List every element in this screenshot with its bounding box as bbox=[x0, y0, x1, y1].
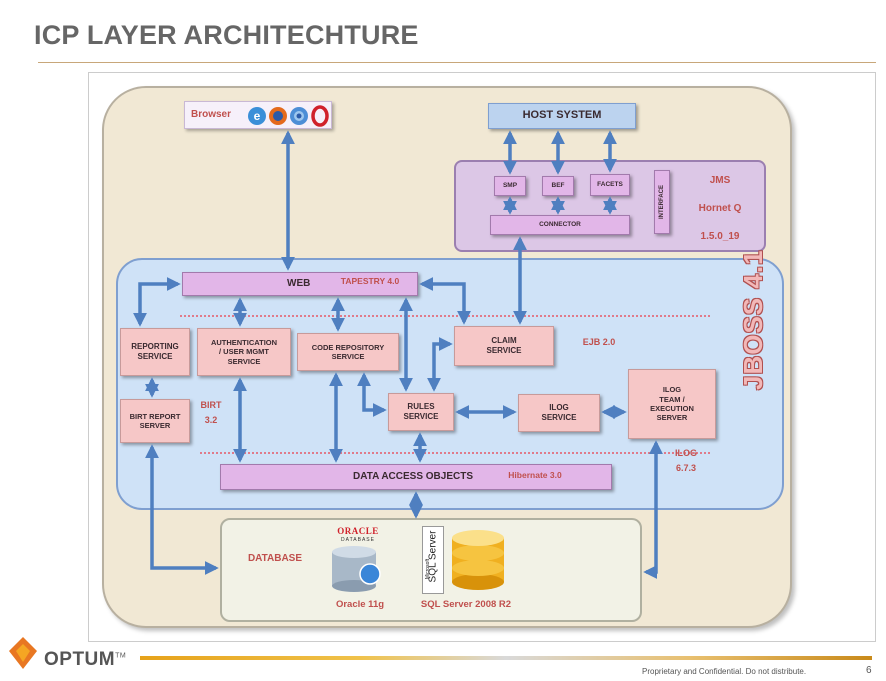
facets-box: FACETS bbox=[590, 174, 630, 196]
interface-box: INTERFACE bbox=[654, 170, 670, 234]
code-repository-service-box: CODE REPOSITORY SERVICE bbox=[297, 333, 399, 371]
optum-logo: OPTUMTM bbox=[44, 649, 126, 671]
web-label: WEB bbox=[287, 277, 311, 289]
bef-box: BEF bbox=[542, 176, 574, 196]
arrow-web-reporting bbox=[133, 277, 181, 327]
sql-server-caption: SQL Server 2008 R2 bbox=[420, 599, 512, 610]
tapestry-label: TAPESTRY 4.0 bbox=[340, 276, 400, 286]
ilog-service-box: ILOG SERVICE bbox=[518, 394, 600, 432]
arrow-ilog-team-database bbox=[643, 440, 663, 579]
confidential-notice: Proprietary and Confidential. Do not dis… bbox=[642, 667, 807, 676]
arrow-birt-database bbox=[145, 444, 219, 575]
ilog-team-execution-server-box: ILOG TEAM / EXECUTION SERVER bbox=[628, 369, 716, 439]
optum-logo-icon bbox=[9, 637, 37, 669]
authentication-service-box: AUTHENTICATION / USER MGMT SERVICE bbox=[197, 328, 291, 376]
jms-version-label: 1.5.0_19 bbox=[700, 231, 740, 242]
host-system-box: HOST SYSTEM bbox=[488, 103, 636, 129]
hornetq-label: Hornet Q bbox=[698, 203, 742, 214]
oracle-sublabel: DATABASE bbox=[341, 537, 375, 543]
footer-bar bbox=[140, 656, 872, 660]
web-box: WEB bbox=[182, 272, 418, 296]
ejb-label: EJB 2.0 bbox=[582, 337, 616, 347]
oracle-logo: ORACLE bbox=[337, 526, 379, 536]
smp-box: SMP bbox=[494, 176, 526, 196]
oracle-caption: Oracle 11g bbox=[335, 599, 385, 610]
sql-server-logo-panel bbox=[422, 526, 444, 594]
birt-version-label: BIRT 3.2 bbox=[200, 400, 222, 426]
dao-label: DATA ACCESS OBJECTS bbox=[353, 470, 474, 482]
chrome-icon bbox=[290, 107, 308, 125]
internet-explorer-icon: e bbox=[248, 107, 266, 125]
slide-title: ICP LAYER ARCHITECHTURE bbox=[34, 20, 419, 50]
svg-text:e: e bbox=[254, 109, 261, 123]
hibernate-label: Hibernate 3.0 bbox=[508, 470, 562, 480]
arrow-claim-rules bbox=[427, 337, 453, 392]
claim-service-box: CLAIM SERVICE bbox=[454, 326, 554, 366]
reporting-service-box: REPORTING SERVICE bbox=[120, 328, 190, 376]
arrow-code-repository-rules bbox=[357, 372, 387, 417]
oracle-cylinder-icon bbox=[332, 546, 381, 592]
firefox-icon bbox=[269, 107, 287, 125]
oracle-database-icon: ORACLE DATABASE bbox=[326, 526, 390, 596]
opera-icon bbox=[311, 105, 329, 127]
jboss-divider-bottom bbox=[200, 452, 710, 454]
birt-report-server-box: BIRT REPORT SERVER bbox=[120, 399, 190, 443]
title-divider bbox=[38, 62, 876, 63]
browser-box: Browser e bbox=[184, 101, 332, 129]
connector-box: CONNECTOR bbox=[490, 215, 630, 235]
sql-server-database-icon: SQL Server Microsoft bbox=[422, 526, 512, 596]
page-number: 6 bbox=[866, 665, 872, 676]
optum-logo-text: OPTUM bbox=[44, 649, 116, 670]
ilog-version-label: ILOG 6.7.3 bbox=[675, 448, 697, 474]
data-access-objects-box: DATA ACCESS OBJECTS bbox=[220, 464, 612, 490]
database-label: DATABASE bbox=[247, 553, 303, 564]
browser-icons: e bbox=[248, 105, 329, 127]
jms-label: JMS bbox=[709, 175, 731, 186]
rules-service-box: RULES SERVICE bbox=[388, 393, 454, 431]
optum-trademark: TM bbox=[115, 652, 127, 660]
arrow-web-claim bbox=[419, 277, 471, 325]
sql-server-cylinder-icon bbox=[452, 530, 504, 590]
browser-label: Browser bbox=[191, 109, 232, 120]
